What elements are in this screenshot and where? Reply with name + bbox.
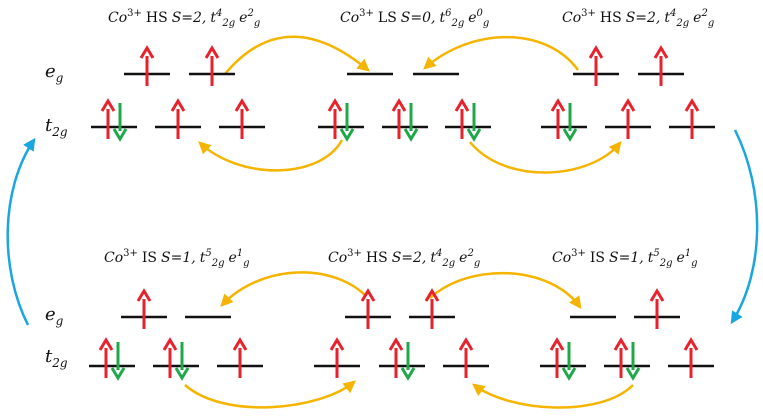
top_row-site3-t2g-1-spin-down [562,103,578,142]
top_row-site1-eg-1-spin-up [139,45,155,86]
eg-label-top: eg [45,61,64,85]
top_row-site1-t2g-1-spin-up [100,98,116,139]
bottom_row-site3-t2g-2-spin-up [613,337,629,378]
bottom_row-site1-t2g-3-spin-up [232,337,248,378]
transfer-arrow-bottom-t2g-left [184,380,356,409]
cycle-arrow-left [6,137,36,326]
bottom_row-site1-t2g-2-spin-up [162,337,178,378]
eg-label-bottom: eg [45,304,64,328]
top_row-site1-t2g-3-spin-up [234,98,250,139]
top_row-site2-t2g-1-spin-up [327,98,343,139]
top_row-site2-t2g-1-spin-down [339,103,355,142]
transfer-arrow-bottom-eg-left [220,271,366,307]
top_row-site2-t2g-2-spin-up [391,98,407,139]
bottom_row-site3-eg-2-spin-up [649,288,665,329]
top_row-site2-t2g-3-spin-up [454,98,470,139]
bottom_row-site2-eg-2-spin-up [424,288,440,329]
t2g-label-bottom: t2g [45,346,68,370]
transfer-arrow-bottom-eg-right [429,271,582,310]
bottom_row-site3-t2g-1-spin-down [561,342,577,381]
bottom_row-site2-t2g-1-spin-up [329,337,345,378]
bottom_row-site1-t2g-2-spin-down [174,342,190,381]
bottom_row-site2-t2g-3-spin-up [458,337,474,378]
bottom_row-site1-t2g-1-spin-down [110,342,126,381]
bottom_row-site1-t2g-1-spin-up [98,337,114,378]
cycle-arrow-right [730,129,759,325]
transfer-arrow-top-eg-left [224,35,370,75]
top_row-site3-t2g-1-spin-up [550,98,566,139]
t2g-label-top: t2g [45,115,68,139]
transfer-arrow-top-t2g-left [198,139,344,172]
bottom_row-site1-eg-1-spin-up [136,288,152,329]
bottom_row-site2-t2g-2-spin-up [388,337,404,378]
top_row-site3-t2g-2-spin-up [620,98,636,139]
bottom_row-site3-t2g-3-spin-up [683,337,699,378]
energy-levels [89,45,715,381]
transfer-arrow-top-t2g-right [469,141,622,174]
bottom_row-site3-t2g-1-spin-up [549,337,565,378]
top_row-site1-t2g-1-spin-down [112,103,128,142]
bottom_row-site2-eg-1-spin-up [360,288,376,329]
top_row-site3-t2g-3-spin-up [684,98,700,139]
bottom_row-site3-t2g-2-spin-down [625,342,641,381]
top_row-site3-eg-1-spin-up [588,45,604,86]
bottom_row-site2-t2g-2-spin-down [400,342,416,381]
top_row-site2-t2g-2-spin-down [403,103,419,142]
top_row-site1-eg-2-spin-up [204,45,220,86]
top_row-site3-eg-2-spin-up [653,45,669,86]
transfer-arrow-bottom-t2g-right [471,383,634,409]
top_row-site1-t2g-2-spin-up [170,98,186,139]
top_row-site2-t2g-3-spin-down [466,103,482,142]
transfer-arrow-top-eg-right [423,35,580,71]
